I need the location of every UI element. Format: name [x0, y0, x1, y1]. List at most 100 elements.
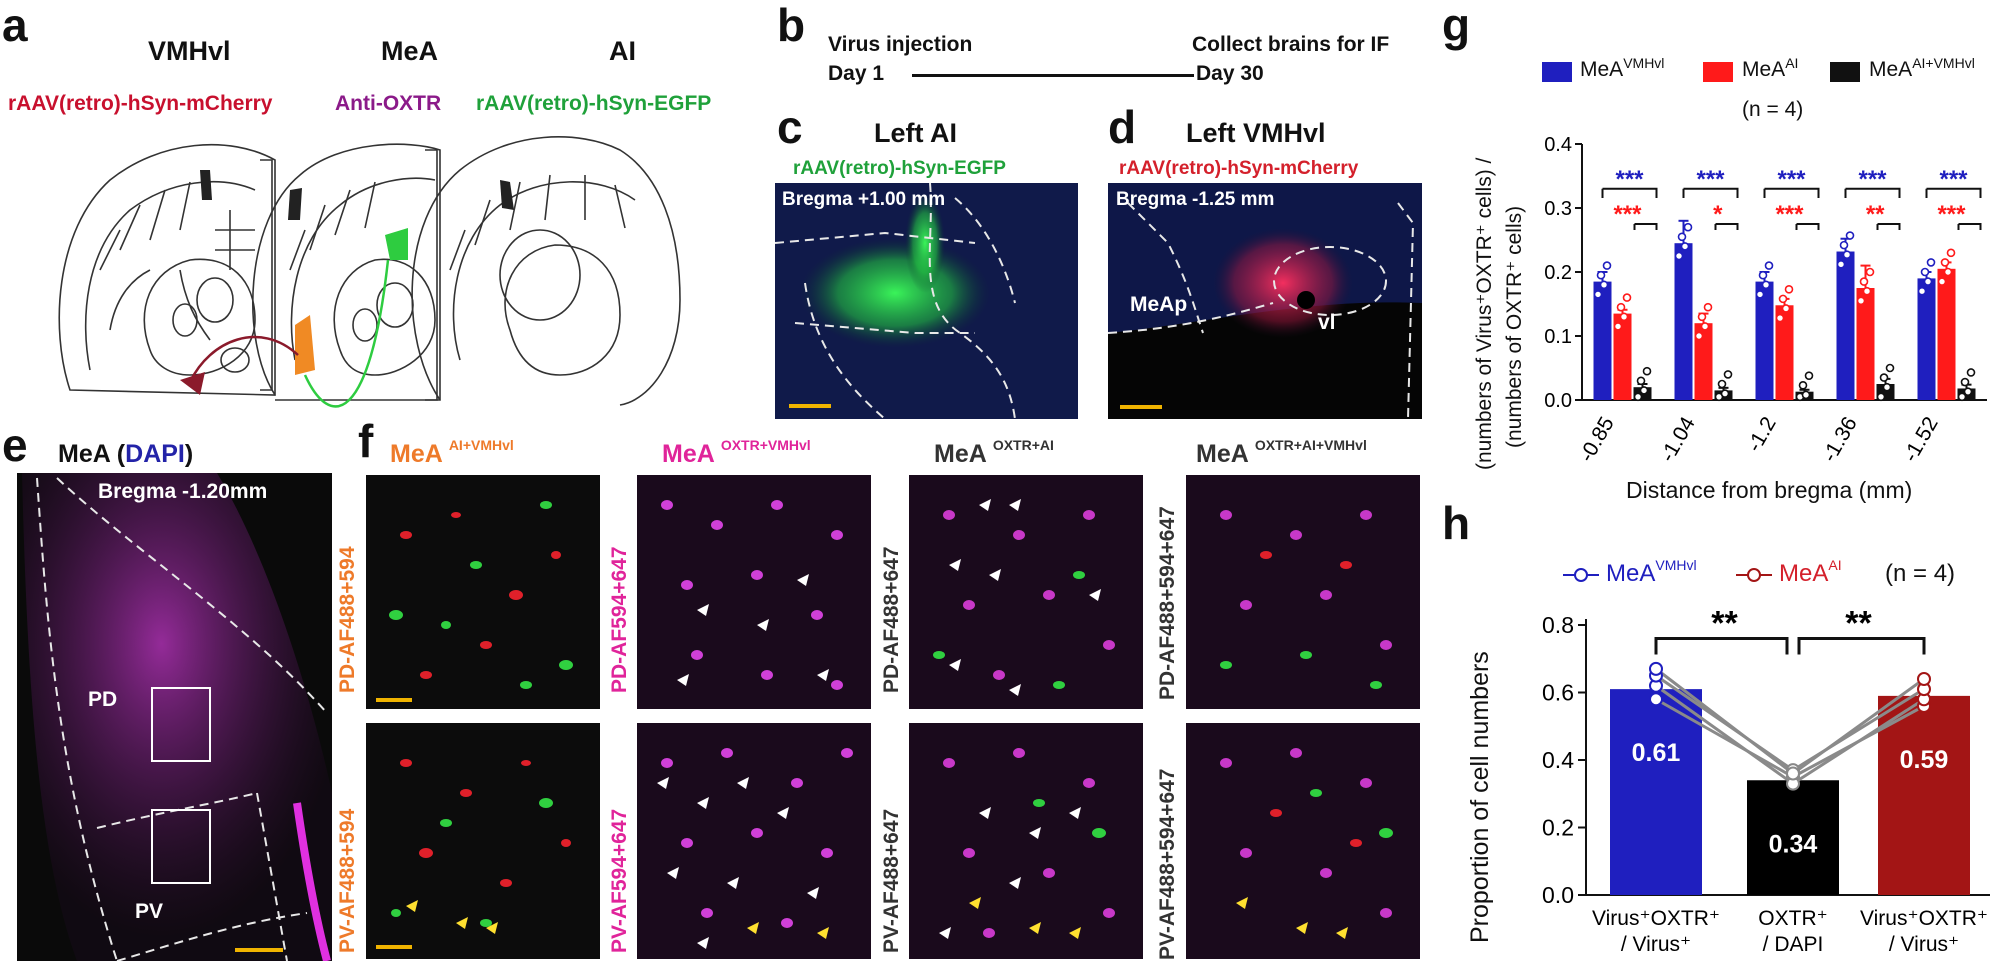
panel-e-title-prefix: MeA ( [58, 440, 126, 468]
g-point [1674, 251, 1684, 261]
g-point [1926, 258, 1936, 267]
g-point [1882, 382, 1892, 392]
h-legend-marker-2 [1736, 568, 1772, 582]
brain-section-schematics [58, 136, 681, 408]
g-point [1784, 284, 1794, 294]
f-tile-col1-bottom [366, 723, 600, 959]
g-legend-label-3: MeAAI+VMHvl [1869, 55, 1975, 82]
g-point [1778, 294, 1788, 304]
g-point [1879, 373, 1889, 382]
region-ai-label: AI [609, 36, 636, 66]
h-bracket-right [1797, 637, 1926, 655]
g-xtick-label: -1.2 [1743, 413, 1781, 456]
g-point [1680, 242, 1690, 251]
h-bar-value: 0.34 [1769, 830, 1818, 858]
g-point [1946, 248, 1956, 258]
g-ylabel-line2: (numbers of OXTR⁺ cells) [1503, 205, 1526, 448]
g-n-label: (n = 4) [1742, 98, 1804, 121]
g-xtick-label: -1.36 [1818, 413, 1862, 466]
panel-e-label: e [2, 419, 28, 471]
g-point [1593, 290, 1603, 299]
h-bar [1878, 695, 1970, 895]
f-side-label-col3-top: PD-AF488+647 [880, 546, 903, 694]
g-point [1723, 370, 1733, 379]
g-legend-swatch-3 [1830, 62, 1860, 82]
h-point [1917, 672, 1931, 686]
panel-f-col3-sup: OXTR+AI [992, 437, 1054, 453]
panel-f-col3-main: MeA [934, 440, 993, 468]
panel-e-bregma: Bregma -1.20mm [98, 480, 268, 503]
region-vmhvl-label: VMHvl [148, 36, 231, 66]
g-point [1694, 331, 1704, 341]
g-sig-red: *** [1937, 201, 1966, 228]
g-point [1940, 258, 1950, 267]
g-point [1920, 267, 1930, 277]
h-xtick-label-2: / DAPI [1763, 933, 1824, 956]
g-legend-sup-1: VMHvl [1623, 55, 1665, 71]
g-point [1616, 302, 1626, 312]
h-xtick-label-2: / Virus⁺ [1889, 933, 1959, 956]
g-legend-swatch-2 [1703, 62, 1733, 82]
region-mea-label: MeA [381, 36, 439, 66]
g-point [1923, 277, 1933, 286]
g-legend-sup-2: AI [1785, 55, 1799, 71]
panel-c-label: c [777, 101, 803, 153]
panel-e-title-dapi: DAPI [125, 440, 185, 468]
h-bar-value: 0.59 [1900, 746, 1949, 774]
panel-f-col2-sup: OXTR+VMHvl [720, 437, 811, 453]
panel-d-label: d [1108, 101, 1137, 153]
g-point [1599, 280, 1609, 290]
g-sig-red: *** [1775, 201, 1804, 228]
g-point [1764, 261, 1774, 270]
g-point [1885, 363, 1895, 373]
g-xtick-label: -1.04 [1656, 413, 1700, 466]
g-bracket-red [1795, 223, 1820, 230]
g-bracket-red [1633, 223, 1658, 230]
g-ytick-label: 0.4 [1544, 134, 1572, 156]
f-tile-col3-top [909, 475, 1143, 709]
g-point [1865, 267, 1875, 277]
h-legend-main-2: MeA [1779, 560, 1829, 587]
f-side-label-col4-bottom: PV-AF488+594+647 [1156, 768, 1179, 960]
h-bar [1747, 780, 1839, 895]
panel-f-col4-main: MeA [1196, 440, 1255, 468]
h-xtick-label-1: Virus⁺OXTR⁺ [1860, 907, 1988, 930]
timeline-start-title: Virus injection [828, 33, 973, 56]
h-legend-marker-1 [1563, 568, 1599, 582]
h-point [1786, 766, 1800, 781]
g-point [1596, 270, 1606, 280]
g-ylabel-line1: (numbers of Virus⁺OXTR⁺ cells) / [1473, 157, 1496, 470]
h-bracket-left [1654, 637, 1789, 655]
g-xlabel: Distance from bregma (mm) [1626, 477, 1913, 503]
g-bracket-blue [1601, 187, 1658, 198]
g-ytick-label: 0.3 [1544, 198, 1572, 220]
f-tile-col2-bottom [637, 723, 871, 959]
h-xtick-label-2: / Virus⁺ [1621, 933, 1691, 956]
panel-e-title: MeA (DAPI) [58, 440, 193, 469]
panel-h-label: h [1442, 497, 1471, 549]
h-xtick-label-1: Virus⁺OXTR⁺ [1592, 907, 1720, 930]
g-xtick-label: -0.85 [1575, 413, 1619, 466]
g-point [1804, 371, 1814, 380]
g-sig-blue: *** [1777, 166, 1806, 193]
g-bar [1755, 281, 1774, 400]
panel-c-bregma: Bregma +1.00 mm [782, 189, 946, 210]
h-ytick-label: 0.2 [1542, 815, 1574, 841]
panel-b-label: b [777, 0, 806, 51]
h-ytick-label: 0.0 [1542, 882, 1574, 908]
timeline-line [912, 74, 1194, 77]
g-point [1717, 379, 1727, 389]
g-point [1957, 392, 1967, 402]
g-bar [1613, 313, 1632, 400]
f-side-label-col2-top: PD-AF594+647 [608, 546, 631, 694]
h-legend-sup-2: AI [1828, 557, 1842, 573]
g-bar [1836, 251, 1855, 400]
h-point [1649, 661, 1663, 676]
panel-e-pd-label: PD [88, 688, 118, 711]
g-legend-main-1: MeA [1580, 58, 1624, 81]
f-tile-col3-bottom [909, 723, 1143, 959]
g-sig-blue: *** [1939, 166, 1968, 193]
panel-f-col1-main: MeA [390, 440, 449, 468]
f-side-label-col1-top: PD-AF488+594 [336, 546, 359, 694]
